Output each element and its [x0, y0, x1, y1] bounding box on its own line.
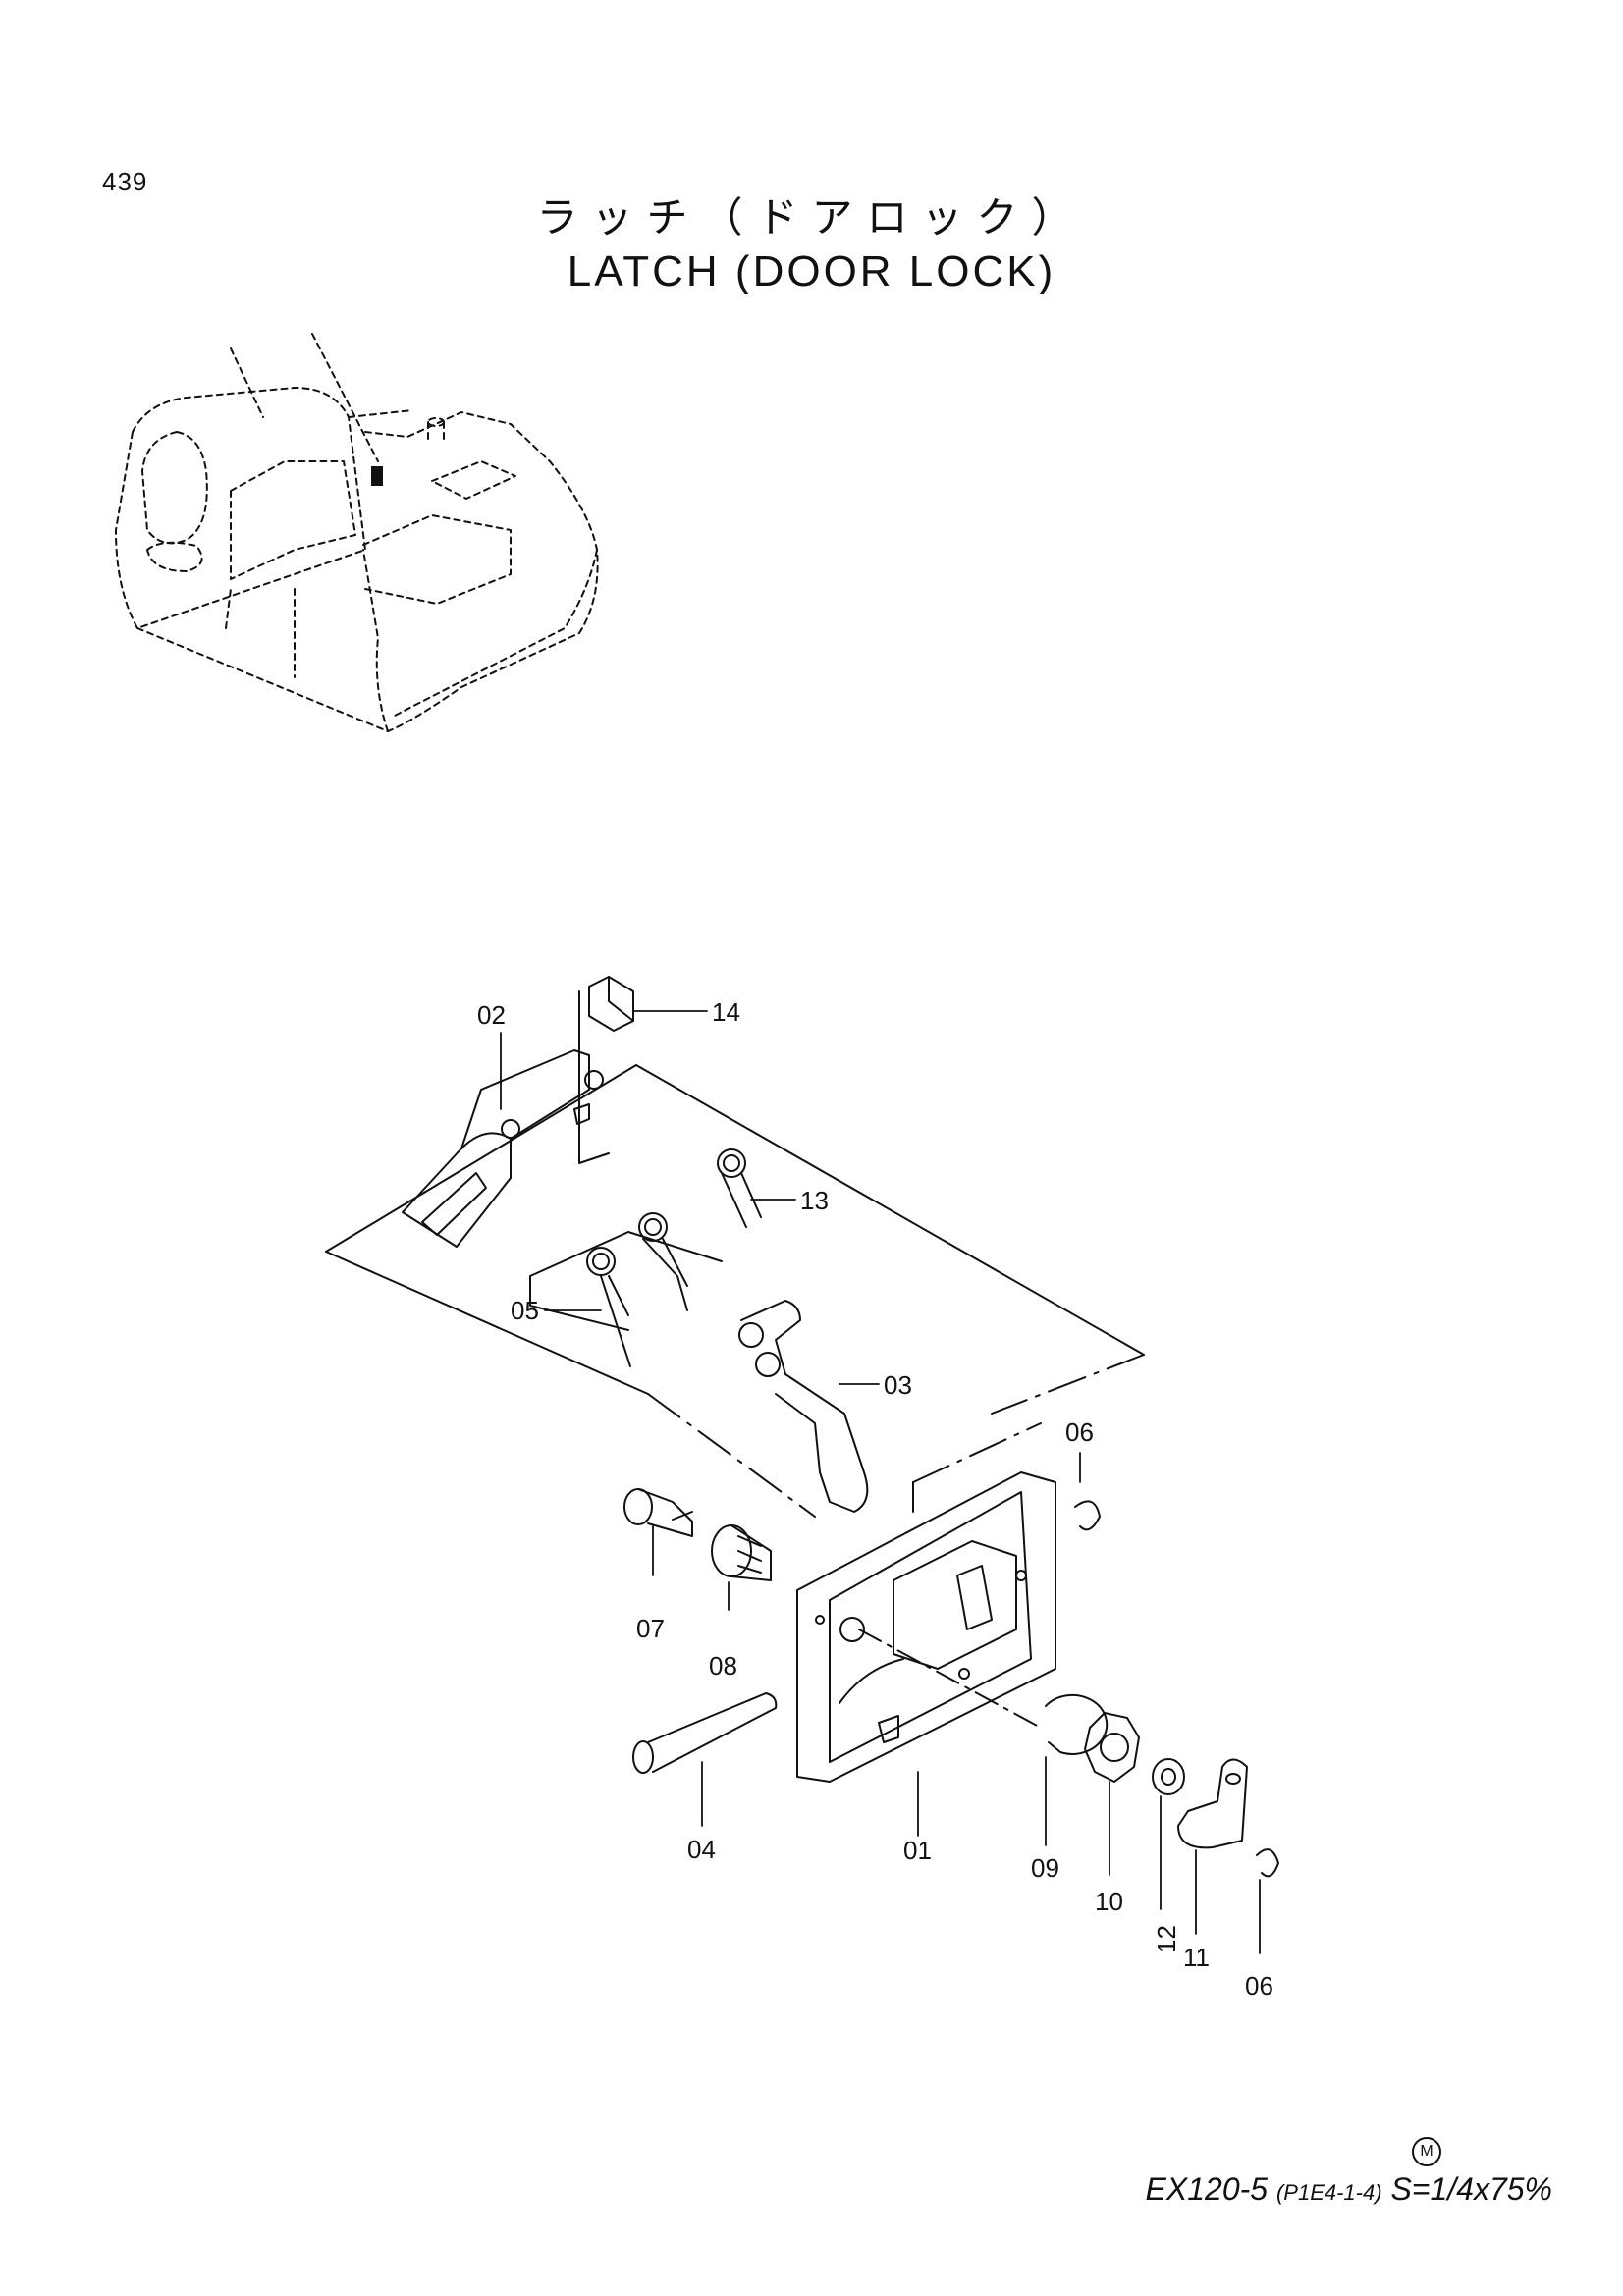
callout-13: 13	[800, 1186, 829, 1215]
catalog-code: (P1E4-1-4)	[1275, 2180, 1382, 2205]
callout-01: 01	[903, 1836, 932, 1865]
part-06-e-ring-lower	[1256, 1848, 1279, 1878]
part-12-washer	[1152, 1758, 1185, 1795]
part-01-base-plate	[796, 1471, 1056, 1783]
callout-03: 03	[884, 1370, 912, 1400]
part-14-clip	[588, 976, 634, 1032]
leader-lines	[500, 1010, 1261, 1954]
cab-overview-illustration	[115, 333, 599, 732]
reference-plane-upper	[325, 990, 1145, 1395]
reference-plane-lower	[647, 1354, 1145, 1518]
part-10-nut	[1084, 1712, 1140, 1783]
callout-07: 07	[636, 1614, 665, 1643]
latch-location-marker	[371, 466, 383, 486]
callout-06-upper: 06	[1065, 1417, 1094, 1447]
part-13-spring	[638, 1148, 762, 1311]
part-05-spring	[586, 1247, 631, 1367]
page-title-japanese: ラッチ（ドアロック）	[536, 193, 1087, 241]
assembly-axis	[858, 1629, 1042, 1729]
footer-model-info: EX120-5 (P1E4-1-4) S=1/4x75%	[1146, 2171, 1552, 2208]
callout-09: 09	[1031, 1853, 1059, 1883]
callout-02: 02	[477, 1000, 506, 1030]
page-title-english: LATCH (DOOR LOCK)	[567, 247, 1056, 295]
callout-04: 04	[687, 1835, 716, 1864]
scale-note: S=1/4x75%	[1390, 2171, 1552, 2207]
part-06-e-ring-upper	[1074, 1500, 1101, 1531]
callout-12: 12	[1152, 1925, 1181, 1953]
part-08-spring	[711, 1524, 772, 1581]
manufacturer-mark: M	[1412, 2137, 1441, 2166]
callout-14: 14	[712, 997, 740, 1027]
callout-06-lower: 06	[1245, 1971, 1273, 2001]
page-number: 439	[102, 167, 148, 196]
part-09-snap-ring	[1045, 1693, 1109, 1755]
part-04-pin	[632, 1692, 778, 1774]
part-03-pawl	[738, 1300, 869, 1513]
part-11-stopper	[1177, 1758, 1248, 1849]
callout-11: 11	[1183, 1943, 1210, 1972]
model-name: EX120-5	[1145, 2171, 1269, 2207]
callout-labels: 02 14 13 05 03 06 07 08 04 01 09 10 12 1…	[477, 997, 1273, 2001]
part-02-latch-lever	[402, 1049, 604, 1248]
part-07-cylinder	[623, 1488, 693, 1537]
callout-10: 10	[1095, 1887, 1123, 1916]
callout-08: 08	[709, 1651, 737, 1681]
callout-05: 05	[511, 1296, 539, 1325]
